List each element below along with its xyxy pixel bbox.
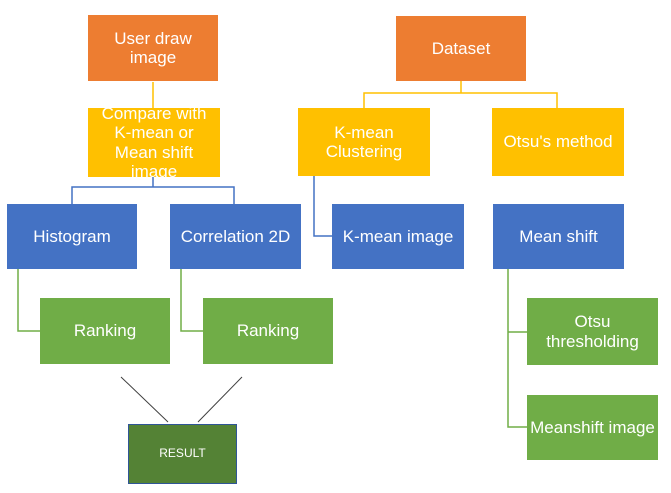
connector-meanshift-to-results bbox=[507, 269, 527, 428]
ranking-left-node: Ranking bbox=[40, 298, 170, 364]
connector-dataset-to-methods bbox=[363, 81, 558, 108]
histogram-node: Histogram bbox=[7, 204, 137, 269]
connector-correlation-to-ranking bbox=[180, 269, 203, 332]
kmean-clustering-node: K-mean Clustering bbox=[298, 108, 430, 176]
kmean-image-node: K-mean image bbox=[332, 204, 464, 269]
compare-node: Compare with K-mean or Mean shift image bbox=[88, 104, 220, 181]
result-node: RESULT bbox=[128, 424, 237, 484]
connector-compare-to-analysis bbox=[71, 177, 235, 204]
ranking-right-node: Ranking bbox=[203, 298, 333, 364]
connector-histogram-to-ranking bbox=[17, 269, 40, 332]
dataset-node: Dataset bbox=[396, 16, 526, 81]
mean-shift-node: Mean shift bbox=[493, 204, 624, 269]
otsu-method-node: Otsu's method bbox=[492, 108, 624, 176]
connector-kmean-to-image bbox=[313, 176, 332, 237]
user-draw-image-node: User draw image bbox=[88, 15, 218, 81]
otsu-thresholding-node: Otsu thresholding bbox=[527, 298, 658, 365]
connector-rankings-to-result bbox=[120, 376, 243, 423]
correlation-2d-node: Correlation 2D bbox=[170, 204, 301, 269]
meanshift-image-node: Meanshift image bbox=[527, 395, 658, 460]
